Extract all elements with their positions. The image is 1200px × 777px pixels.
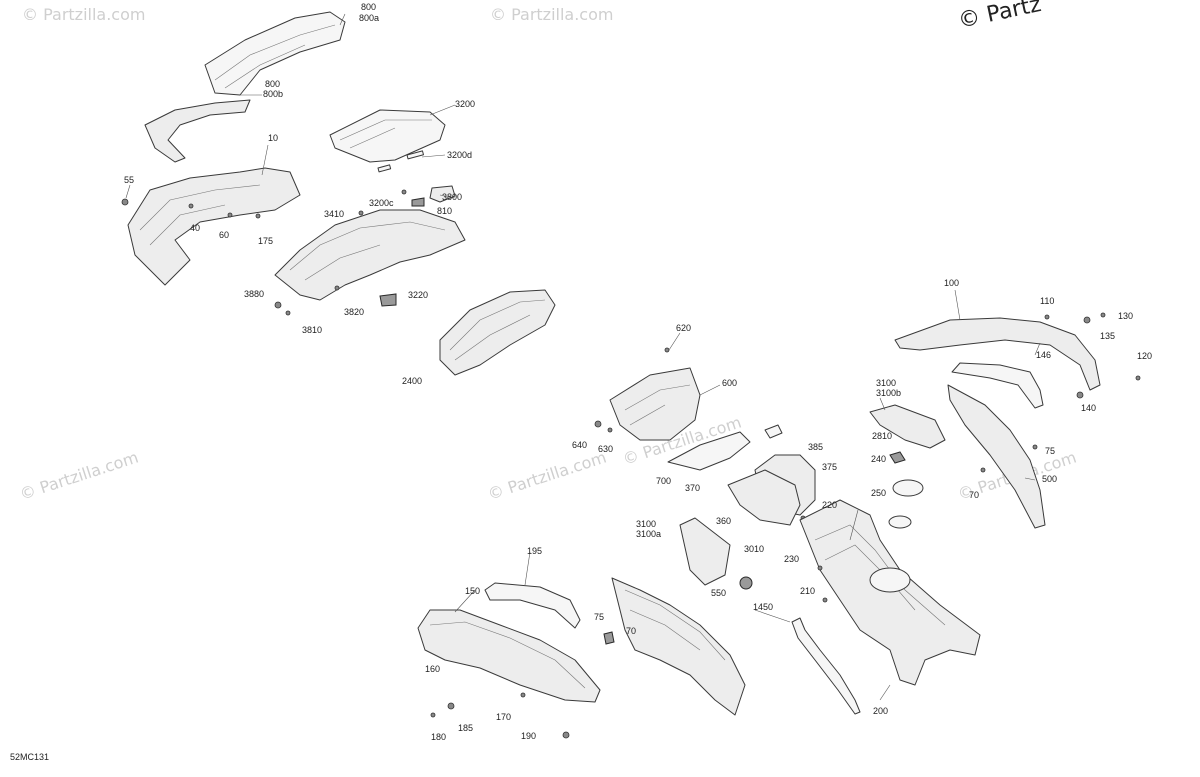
part-front-body	[121, 167, 301, 286]
part-instrument-cluster	[439, 289, 556, 376]
callout-label: 640	[572, 440, 587, 450]
callout-label: 3200c	[369, 198, 394, 208]
callout-label: 135	[1100, 331, 1115, 341]
watermark: © Partzilla.com	[490, 5, 613, 24]
callout-label: 240	[871, 454, 886, 464]
callout-label: 70	[969, 490, 979, 500]
part-main-body	[799, 499, 981, 686]
part-center-console	[727, 424, 816, 526]
callout-label: 3010	[744, 544, 764, 554]
part-side-panel-left	[603, 577, 746, 716]
callout-label: 110	[1040, 296, 1054, 306]
part-storage-lid	[329, 109, 456, 207]
callout-labels: 800 800a 800 800b 10 55 40 60 175 3200 3…	[124, 2, 1152, 742]
part-deflector-upper	[869, 404, 946, 449]
callout-label: 1450	[753, 602, 773, 612]
callout-label: 180	[431, 732, 446, 742]
part-trim-strip	[951, 362, 1044, 409]
callout-label: 360	[716, 516, 731, 526]
callout-label: 3880	[244, 289, 264, 299]
callout-label: 3100b	[876, 388, 901, 398]
part-left-fender	[417, 609, 601, 739]
callout-label: 3220	[408, 290, 428, 300]
callout-label: 100	[944, 278, 959, 288]
callout-label: 146	[1036, 350, 1051, 360]
callout-label: 385	[808, 442, 823, 452]
callout-label: 600	[722, 378, 737, 388]
callout-label: 185	[458, 723, 473, 733]
callout-label: 75	[1045, 446, 1055, 456]
callout-label: 250	[871, 488, 886, 498]
callout-label: 190	[521, 731, 536, 741]
part-dash-bracket	[594, 347, 701, 441]
callout-label: 210	[800, 586, 815, 596]
callout-label: 2400	[402, 376, 422, 386]
callout-label: 3100a	[636, 529, 661, 539]
callout-label: 140	[1081, 403, 1096, 413]
corner-watermark: © Partz	[956, 0, 1043, 34]
callout-label: 40	[190, 223, 200, 233]
callout-label: 200	[873, 706, 888, 716]
callout-label: 55	[124, 175, 134, 185]
part-cap-assembly	[888, 451, 924, 529]
part-grab-strip	[484, 582, 581, 629]
callout-label: 620	[676, 323, 691, 333]
part-side-panel-right	[947, 384, 1046, 529]
callout-label: 3810	[302, 325, 322, 335]
callout-label: 195	[527, 546, 542, 556]
part-storage-bin	[274, 209, 466, 316]
part-upper-cover	[204, 11, 346, 96]
callout-label: 3100	[636, 519, 656, 529]
callout-label: 175	[258, 236, 273, 246]
callout-label: 120	[1137, 351, 1152, 361]
callout-label: 3800	[442, 192, 462, 202]
callout-label: 230	[784, 554, 799, 564]
part-upper-trim	[894, 312, 1141, 399]
callout-label: 800	[265, 79, 280, 89]
callout-label: 3200	[455, 99, 475, 109]
callout-label: 3100	[876, 378, 896, 388]
callout-label: 550	[711, 588, 726, 598]
callout-label: 70	[626, 626, 636, 636]
callout-label: 500	[1042, 474, 1057, 484]
callout-label: 220	[822, 500, 837, 510]
callout-label: 810	[437, 206, 452, 216]
callout-label: 630	[598, 444, 613, 454]
callout-label: 375	[822, 462, 837, 472]
callout-label: 60	[219, 230, 229, 240]
diagram-reference-code: 52MC131	[10, 752, 49, 762]
callout-label: 160	[425, 664, 440, 674]
part-cover-rail	[144, 99, 251, 163]
callout-label: 700	[656, 476, 671, 486]
watermark: © Partzilla.com	[17, 448, 140, 504]
callout-label: 800a	[359, 13, 379, 23]
callout-label: 370	[685, 483, 700, 493]
callout-label: 3410	[324, 209, 344, 219]
part-cable	[791, 617, 861, 715]
watermark: © Partzilla.com	[22, 5, 145, 24]
part-console-cover	[667, 431, 751, 471]
watermark: © Partzilla.com	[485, 448, 608, 504]
callout-label: 10	[268, 133, 278, 143]
part-grommet	[739, 576, 753, 590]
leader-lines	[125, 13, 1041, 701]
callout-label: 800b	[263, 89, 283, 99]
callout-label: 150	[465, 586, 480, 596]
callout-label: 2810	[872, 431, 892, 441]
part-deflector-lower	[679, 517, 731, 586]
callout-label: 130	[1118, 311, 1133, 321]
callout-label: 170	[496, 712, 511, 722]
callout-label: 3820	[344, 307, 364, 317]
callout-label: 800	[361, 2, 376, 12]
callout-label: 75	[594, 612, 604, 622]
callout-label: 3200d	[447, 150, 472, 160]
